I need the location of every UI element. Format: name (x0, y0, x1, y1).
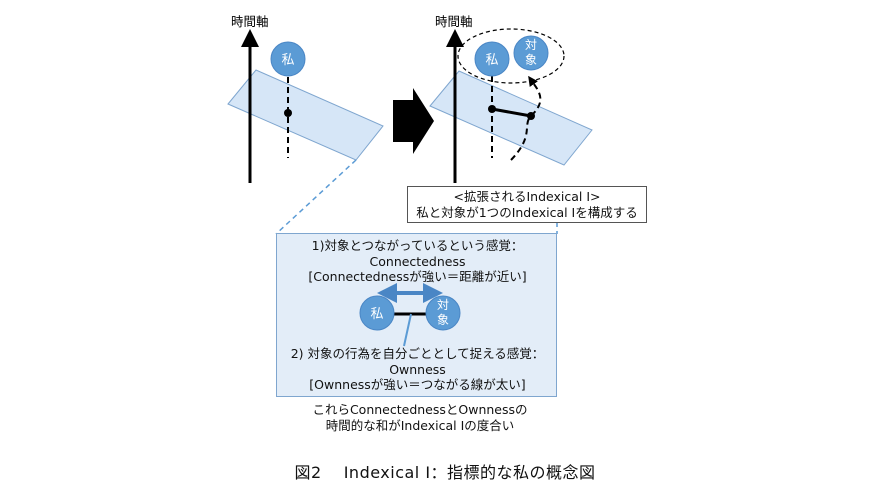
right-panel: 時間軸 私 対 象 (429, 14, 593, 183)
summary-line-2: 時間的な和がIndexical Iの度合い (325, 417, 515, 433)
extended-self-ellipse (457, 28, 565, 84)
transition-arrow-icon (393, 88, 434, 154)
right-object-label-line1: 対 (525, 38, 537, 52)
connectedness-heading: 1)対象とつながっているという感覚： (311, 238, 524, 253)
self-object-connection (491, 107, 532, 118)
ownness-term: Ownness (389, 361, 446, 377)
detail-box: 1)対象とつながっているという感覚： Connectedness [Connec… (276, 233, 557, 397)
connectedness-note: [Connectednessが強い＝距離が近い] (308, 269, 527, 285)
callout-title: <拡張されるIndexical I> (453, 189, 601, 204)
right-object-label-line2: 象 (525, 53, 537, 67)
detail-self-label: 私 (370, 307, 383, 322)
left-self-circle (270, 41, 306, 77)
right-axis-label: 時間軸 (435, 14, 473, 29)
ownness-section: 2) 対象の行為を自分ごととして捉える感覚： Ownness [Ownnessが… (277, 346, 558, 393)
ownness-pointer (403, 313, 412, 347)
right-object-now-dot (527, 112, 535, 120)
detail-self-circle (359, 295, 395, 331)
ownness-heading: 2) 対象の行為を自分ごととして捉える感覚： (290, 346, 545, 361)
summary-line-1: これらConnectednessとOwnnessの (312, 402, 528, 417)
detail-illustration: 私 対 象 (359, 283, 461, 347)
left-panel: 時間軸 私 (227, 14, 384, 183)
connectedness-section: 1)対象とつながっているという感覚： Connectedness [Connec… (277, 238, 558, 285)
right-self-now-dot (488, 105, 496, 113)
ownness-note: [Ownnessが強い＝つながる線が太い] (309, 377, 526, 393)
detail-object-circle (425, 295, 461, 331)
detail-object-label-line1: 対 (437, 298, 449, 312)
zoom-line-left (275, 159, 357, 235)
connectedness-term: Connectedness (369, 253, 466, 269)
right-self-label: 私 (485, 53, 498, 68)
left-self-now-dot (284, 109, 292, 117)
detail-object-label-line2: 象 (437, 313, 449, 327)
object-trajectory (510, 75, 542, 161)
callout-description: 私と対象が1つのIndexical Iを構成する (416, 204, 638, 220)
left-self-label: 私 (281, 53, 294, 68)
left-axis-label: 時間軸 (231, 14, 269, 29)
left-now-plane (227, 69, 384, 161)
summary-text: これらConnectednessとOwnnessの 時間的な和がIndexica… (290, 402, 550, 433)
right-self-circle (474, 41, 510, 77)
right-now-plane (429, 70, 593, 166)
extended-indexical-callout: <拡張されるIndexical I> 私と対象が1つのIndexical Iを構… (407, 186, 647, 223)
figure-caption: 図2 Indexical I：指標的な私の概念図 (294, 463, 596, 482)
right-object-circle (513, 35, 549, 71)
